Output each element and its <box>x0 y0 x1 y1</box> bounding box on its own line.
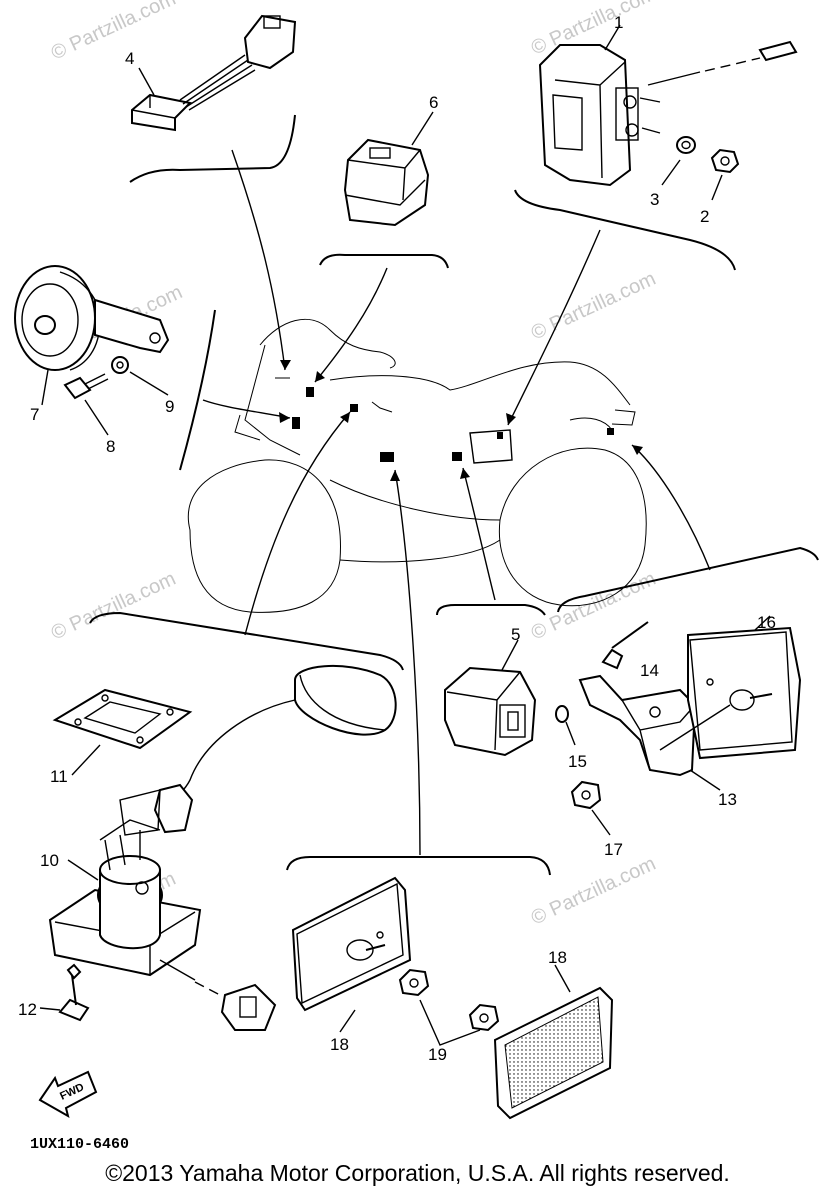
group-brackets <box>89 114 819 876</box>
callout-13: 13 <box>718 790 737 809</box>
callout-9: 9 <box>165 397 174 416</box>
part-rivet-14 <box>601 621 649 670</box>
watermark-text: © Partzilla.com <box>528 853 659 930</box>
callout-numbers: 1 2 3 4 5 6 7 8 9 10 11 12 13 14 15 16 1… <box>18 13 776 1064</box>
part-nut-19 <box>398 968 500 1046</box>
part-bolt-12 <box>39 963 90 1022</box>
part-reflector-18-left <box>291 876 412 1033</box>
callout-17: 17 <box>604 840 623 859</box>
callout-14: 14 <box>640 661 659 680</box>
callout-15: 15 <box>568 752 587 771</box>
part-bolt-8 <box>63 373 109 436</box>
callout-16: 16 <box>757 613 776 632</box>
callout-7: 7 <box>30 405 39 424</box>
part-starter-relay <box>538 24 798 187</box>
part-wire-harness <box>131 14 297 132</box>
callout-4: 4 <box>125 49 134 68</box>
watermark-text: © Partzilla.com <box>48 568 179 645</box>
part-washer-9 <box>111 356 169 396</box>
part-relay-6 <box>343 111 434 227</box>
part-nut-17 <box>570 780 611 836</box>
part-fuel-sender <box>48 665 397 1031</box>
callout-3: 3 <box>650 190 659 209</box>
fwd-arrow-icon: FWD <box>38 1070 98 1119</box>
callout-18-left: 18 <box>330 1035 349 1054</box>
callout-6: 6 <box>429 93 438 112</box>
motorcycle-outline <box>187 318 647 613</box>
part-reflector-16 <box>659 615 802 760</box>
part-bracket-13 <box>578 674 721 791</box>
part-reflector-18-right <box>493 964 614 1120</box>
callout-5: 5 <box>511 625 520 644</box>
callout-18-right: 18 <box>548 948 567 967</box>
part-washer-3 <box>661 136 696 186</box>
copyright-notice: ©2013 Yamaha Motor Corporation, U.S.A. A… <box>105 1160 730 1186</box>
callout-12: 12 <box>18 1000 37 1019</box>
callout-11: 11 <box>50 767 68 786</box>
watermark-text: © Partzilla.com <box>528 268 659 345</box>
watermark-text: © Partzilla.com <box>48 0 179 65</box>
diagram-reference-number: 1UX110-6460 <box>30 1136 129 1153</box>
callout-8: 8 <box>106 437 115 456</box>
part-clip-15 <box>555 705 576 746</box>
part-flasher-relay <box>444 639 537 757</box>
callout-10: 10 <box>40 851 59 870</box>
part-horn <box>14 265 170 406</box>
watermark-text: © Partzilla.com <box>528 568 659 645</box>
part-gasket-11 <box>52 688 193 776</box>
callout-1: 1 <box>614 13 623 32</box>
callout-2: 2 <box>700 207 709 226</box>
callout-19: 19 <box>428 1045 447 1064</box>
part-nut-2 <box>710 148 740 201</box>
